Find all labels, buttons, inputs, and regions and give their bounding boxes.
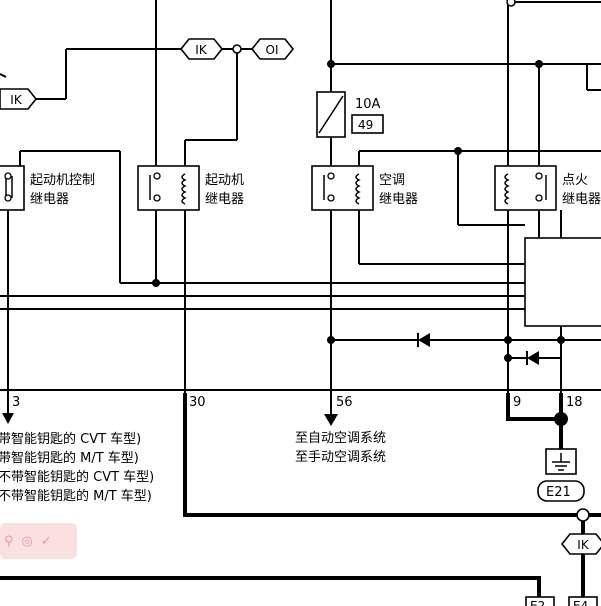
terminal-30: 30 (189, 395, 206, 410)
starter-relay-label-1: 起动机 (205, 173, 244, 188)
search-icon[interactable]: ⚲ (4, 533, 14, 549)
connector-ik-right (560, 533, 601, 555)
fuse-rating: 10A (355, 97, 381, 112)
share-icon[interactable]: ◎ (21, 533, 33, 549)
connector-ik-left (0, 88, 38, 110)
starter-relay-label-2: 继电器 (205, 192, 244, 207)
fuse-number: 49 (358, 118, 373, 132)
terminal-56: 56 (336, 395, 353, 410)
connector-e2: E2 (530, 599, 545, 606)
note-line-3: 不带智能钥匙的 CVT 车型) (0, 469, 154, 485)
connector-ik-right-label: IK (577, 538, 590, 552)
ignition-relay-label-2: 继电器 (562, 192, 601, 207)
connector-ik-left-label: IK (10, 93, 23, 107)
ground-symbol (545, 448, 577, 475)
note-line-1: 带智能钥匙的 CVT 车型) (0, 431, 141, 447)
starter-control-relay-label-1: 起动机控制 (30, 173, 95, 188)
destination-manual-ac: 至手动空调系统 (295, 450, 386, 465)
tools-icon[interactable]: ✓ (40, 533, 52, 549)
terminal-9: 9 (513, 395, 521, 410)
ignition-relay-label-1: 点火 (562, 173, 588, 188)
starter-control-relay (0, 165, 25, 211)
terminal-18: 18 (566, 395, 583, 410)
ac-relay-label-2: 继电器 (379, 192, 418, 207)
terminal-3: 3 (12, 395, 20, 410)
ac-relay-label-1: 空调 (379, 173, 405, 188)
control-module (524, 237, 601, 327)
starter-relay (137, 165, 200, 211)
starter-control-relay-label-2: 继电器 (30, 192, 69, 207)
note-line-2: 带智能钥匙的 M/T 车型) (0, 450, 139, 466)
connector-oi-top (250, 38, 295, 60)
note-line-4: 不带智能钥匙的 M/T 车型) (0, 488, 152, 504)
ground-e21-box (537, 480, 585, 502)
ac-relay (311, 165, 374, 211)
ignition-relay (494, 165, 557, 211)
connector-e4: E4 (573, 599, 588, 606)
connector-oi-top-label: OI (266, 43, 279, 57)
ground-label: E21 (546, 485, 571, 500)
connector-ik-top-label: IK (195, 43, 208, 57)
destination-auto-ac: 至自动空调系统 (295, 431, 386, 446)
floating-toolbar[interactable]: ⚲ ◎ ✓ (0, 523, 77, 559)
